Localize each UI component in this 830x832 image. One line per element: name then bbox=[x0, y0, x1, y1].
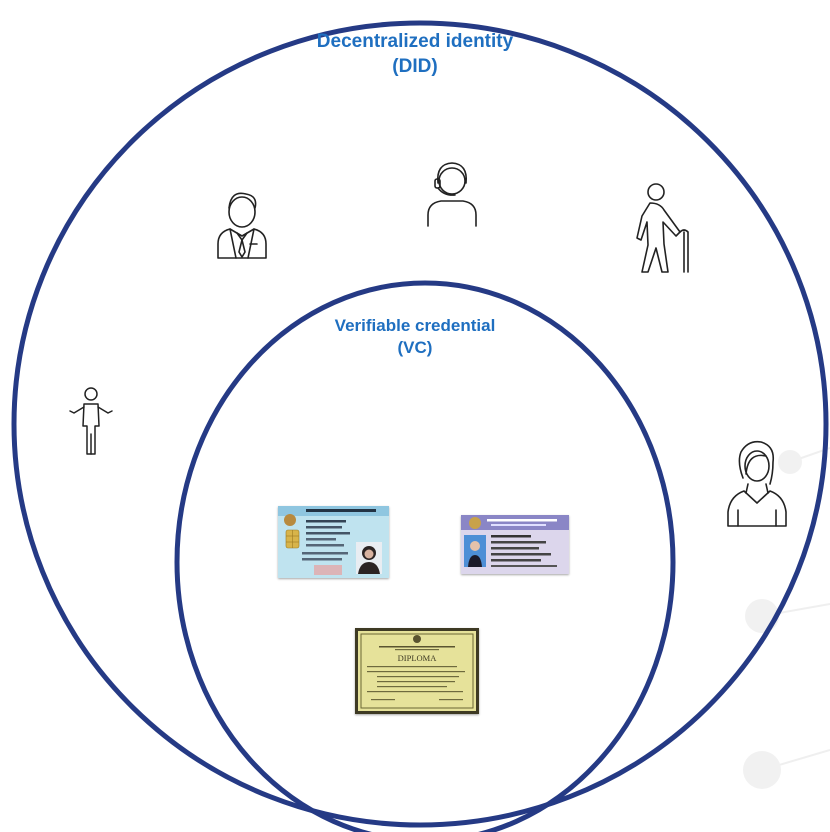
vc-title-line1: Verifiable credential bbox=[334, 316, 496, 335]
vc-title-line2: (VC) bbox=[397, 338, 433, 358]
businessman-icon bbox=[217, 192, 267, 259]
id-card-graphic bbox=[278, 506, 389, 578]
license-card-graphic bbox=[461, 515, 569, 574]
diploma-icon: DIPLOMA bbox=[355, 628, 479, 714]
id-card-icon bbox=[278, 506, 389, 578]
vc-title: Verifiable credential (VC) bbox=[265, 315, 565, 359]
did-title-line2: (DID) bbox=[392, 55, 438, 77]
elderly-person-icon bbox=[636, 183, 689, 273]
woman-icon bbox=[727, 440, 787, 527]
outer-circle-did bbox=[11, 20, 829, 828]
did-title-line1: Decentralized identity bbox=[316, 31, 514, 52]
license-card-icon bbox=[461, 515, 569, 574]
did-title: Decentralized identity (DID) bbox=[215, 30, 615, 79]
network-node bbox=[778, 450, 802, 474]
diploma-graphic: DIPLOMA bbox=[355, 628, 479, 714]
inner-circle-vc bbox=[174, 280, 676, 832]
standing-person-icon bbox=[69, 387, 113, 455]
network-node bbox=[743, 751, 781, 789]
diploma-heading: DIPLOMA bbox=[398, 653, 438, 663]
support-agent-icon bbox=[427, 162, 477, 227]
